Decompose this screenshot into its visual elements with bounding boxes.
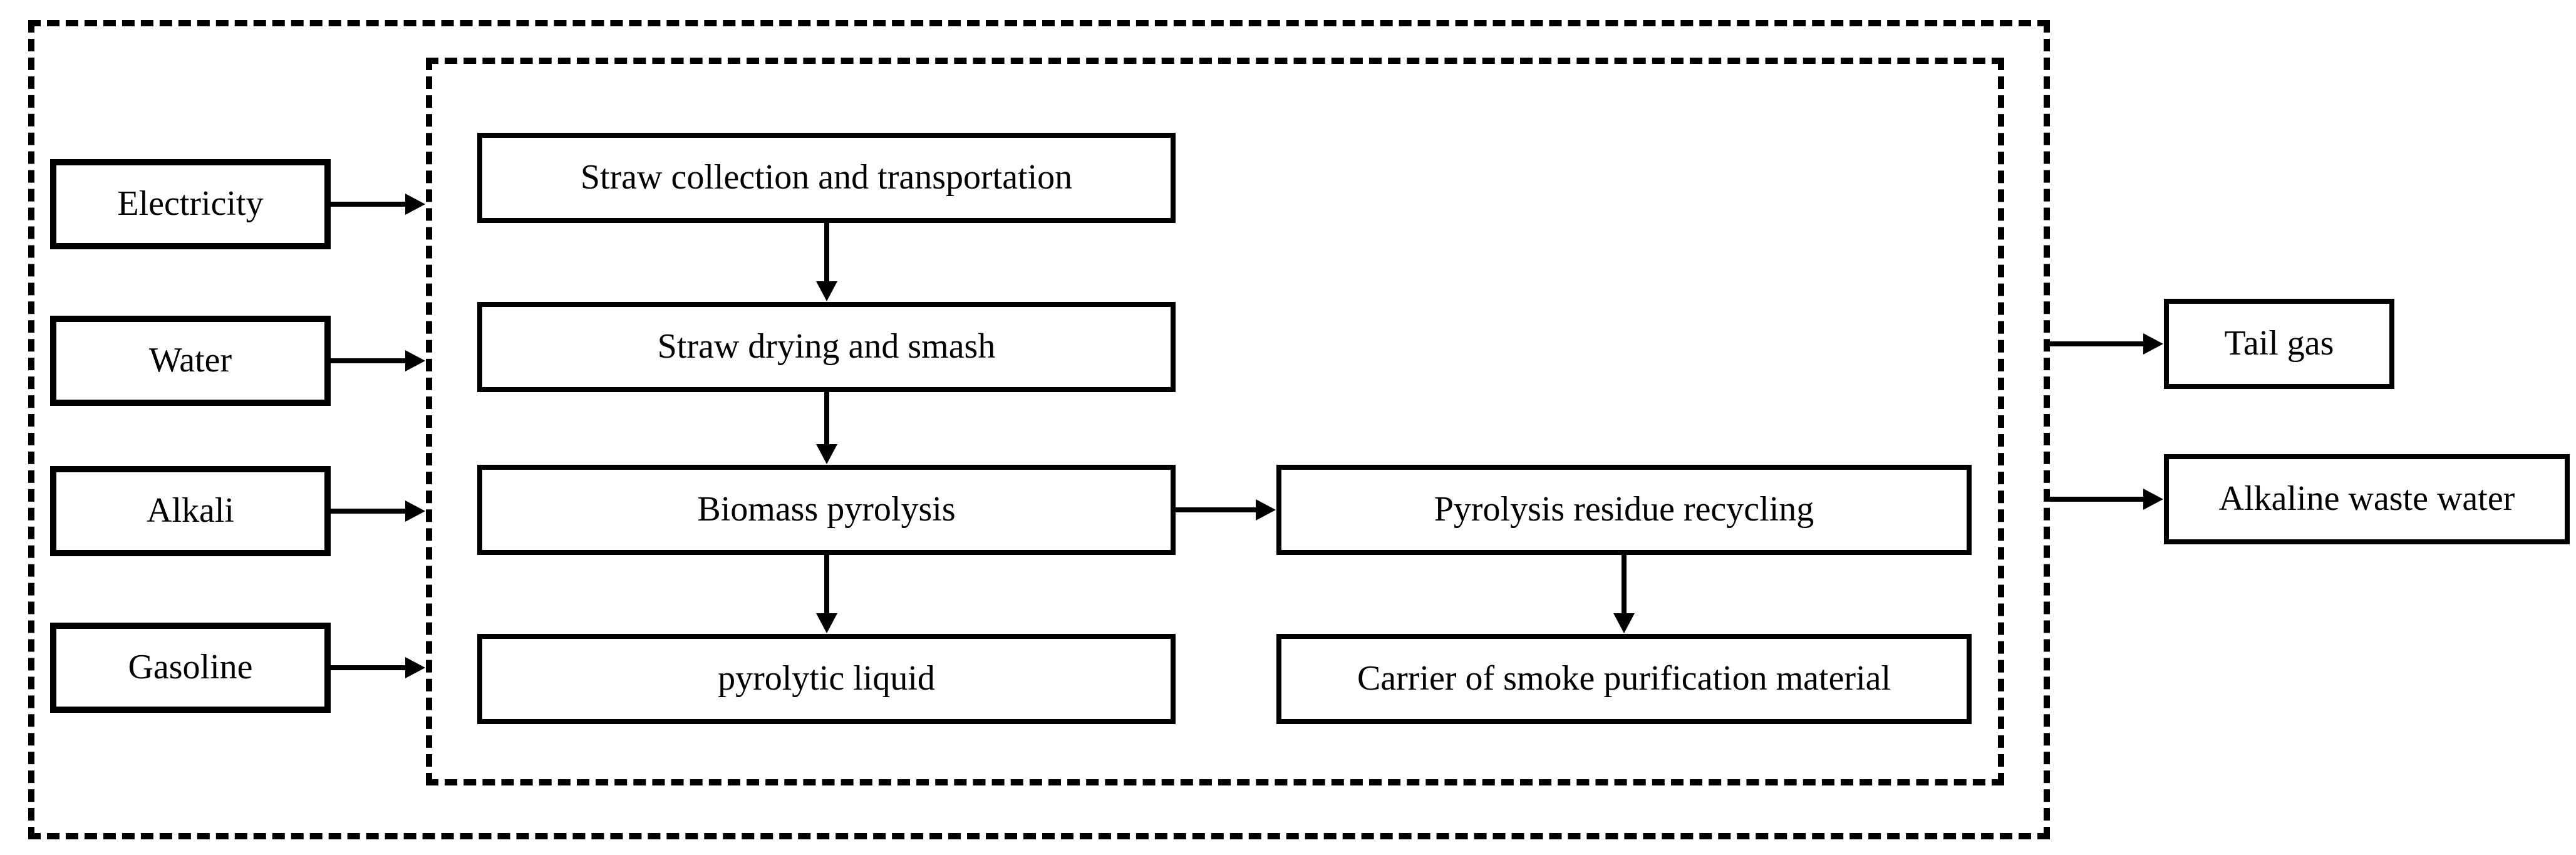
output-label-tail-gas: Tail gas: [2224, 324, 2334, 363]
arrow-electricity-to-process-icon: [331, 202, 406, 207]
input-box-gasoline: Gasoline: [50, 623, 331, 713]
arrow-drying-to-pyrolysis-icon: [824, 392, 829, 445]
arrow-residue-to-carrier-icon: [1622, 555, 1627, 614]
process-label-carrier: Carrier of smoke purification material: [1357, 659, 1891, 698]
arrow-to-tail-gas-icon: [2050, 341, 2144, 346]
process-label-residue-recycling: Pyrolysis residue recycling: [1434, 490, 1814, 529]
process-box-straw-drying: Straw drying and smash: [477, 302, 1176, 392]
input-label-alkali: Alkali: [147, 491, 234, 531]
input-box-water: Water: [50, 316, 331, 406]
arrow-pyrolysis-to-residue-icon: [1176, 507, 1256, 512]
input-label-water: Water: [148, 341, 232, 380]
arrow-collection-to-drying-icon: [824, 223, 829, 282]
process-box-residue-recycling: Pyrolysis residue recycling: [1276, 465, 1972, 555]
arrow-gasoline-to-process-icon: [331, 665, 406, 670]
input-label-gasoline: Gasoline: [128, 648, 253, 687]
arrow-alkali-to-process-icon: [331, 509, 406, 514]
process-box-biomass-pyrolysis: Biomass pyrolysis: [477, 465, 1176, 555]
process-label-biomass-pyrolysis: Biomass pyrolysis: [697, 490, 956, 529]
input-label-electricity: Electricity: [117, 184, 264, 224]
arrow-water-to-process-icon: [331, 358, 406, 363]
output-label-alkaline-waste-water: Alkaline waste water: [2218, 479, 2515, 519]
process-box-pyrolytic-liquid: pyrolytic liquid: [477, 634, 1176, 724]
arrow-pyrolysis-to-liquid-icon: [824, 555, 829, 614]
process-label-straw-collection: Straw collection and transportation: [580, 158, 1073, 197]
process-label-straw-drying: Straw drying and smash: [657, 327, 996, 366]
outer-system-boundary: [28, 20, 2050, 839]
process-box-straw-collection: Straw collection and transportation: [477, 133, 1176, 223]
arrow-to-alkaline-waste-water-icon: [2050, 497, 2144, 502]
process-box-carrier: Carrier of smoke purification material: [1276, 634, 1972, 724]
inner-process-boundary: [426, 58, 2004, 785]
input-box-electricity: Electricity: [50, 159, 331, 249]
output-box-alkaline-waste-water: Alkaline waste water: [2164, 454, 2570, 544]
process-label-pyrolytic-liquid: pyrolytic liquid: [718, 659, 935, 698]
input-box-alkali: Alkali: [50, 466, 331, 556]
output-box-tail-gas: Tail gas: [2164, 299, 2394, 389]
